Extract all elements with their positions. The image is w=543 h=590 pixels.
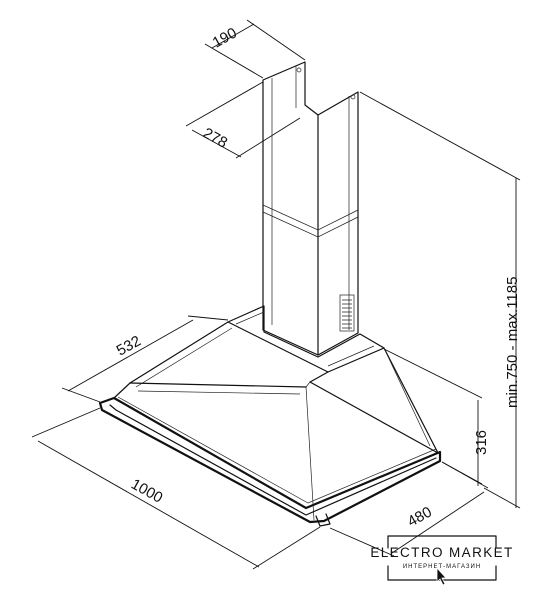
- logo-title: ELECTRO MARKET: [370, 545, 513, 560]
- logo-subtitle: ИНТЕРНЕТ-МАГАЗИН: [403, 564, 481, 570]
- bottom-frame: [98, 382, 442, 527]
- chimney: [262, 61, 359, 356]
- dim-chimney-width: 190: [204, 19, 306, 79]
- dim-chimney-depth-label: 278: [200, 125, 230, 152]
- electro-market-logo: ELECTRO MARKET ИНТЕРНЕТ-МАГАЗИН: [370, 535, 513, 586]
- dim-canopy-depth: 532: [61, 315, 229, 403]
- canopy: [129, 321, 439, 521]
- dim-total-width-label: 1000: [128, 476, 165, 507]
- dim-total-height: min.750 - max.1185: [359, 91, 521, 509]
- canopy-top-plate: [227, 305, 385, 373]
- dim-chimney-depth: 278: [185, 81, 301, 159]
- dim-canopy-depth-label: 532: [114, 332, 144, 359]
- dim-hood-height-label: 316: [473, 430, 490, 455]
- cursor-icon: [436, 566, 447, 586]
- dim-hood-height: 316: [383, 348, 490, 486]
- dim-hood-depth-label: 480: [405, 503, 435, 530]
- vent-grille: [339, 294, 355, 332]
- dimension-lines: 190 278 532 1000 480: [31, 19, 521, 570]
- hood-illustration: [98, 61, 442, 527]
- dim-total-width: 1000: [31, 407, 321, 570]
- dim-total-height-label: min.750 - max.1185: [504, 277, 521, 408]
- dim-chimney-width-label: 190: [210, 24, 240, 51]
